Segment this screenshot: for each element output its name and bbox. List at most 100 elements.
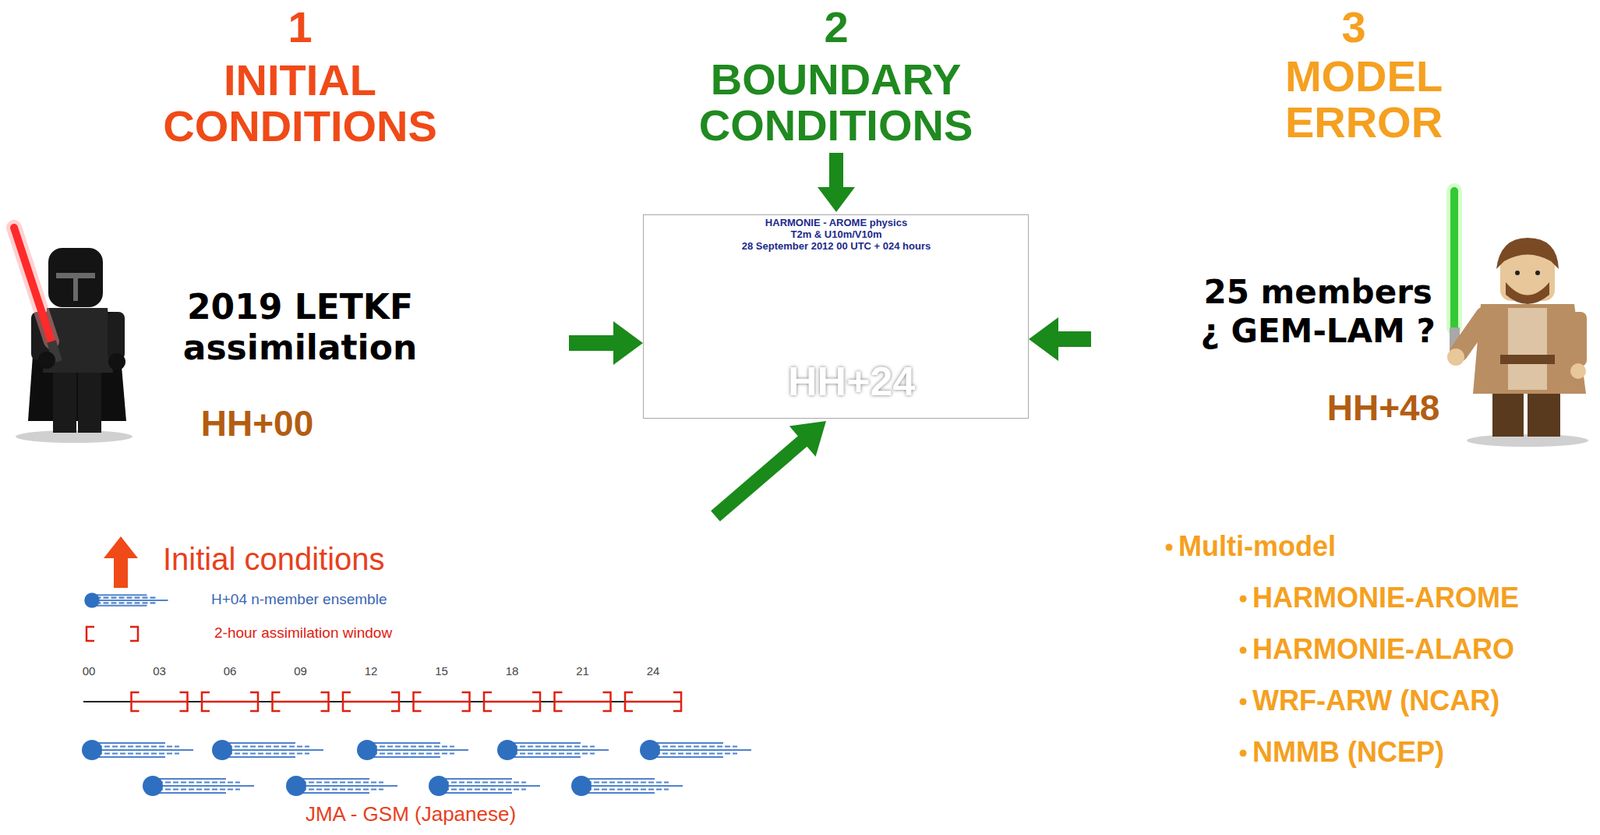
grid-cross <box>867 785 879 797</box>
grid-cross <box>10 633 22 645</box>
starburst-outline <box>1091 157 1590 509</box>
grid-cross <box>1054 785 1066 797</box>
comet-trail <box>300 791 370 794</box>
grid-cross <box>10 586 22 598</box>
comet-trail <box>654 755 724 758</box>
grid-cross <box>1116 738 1128 750</box>
legend-entry: H+04 n-member ensemble <box>211 590 387 609</box>
bracket <box>86 626 138 641</box>
grid-cross <box>1085 738 1097 750</box>
grid-cross <box>836 738 848 750</box>
assimilation-window <box>554 692 612 711</box>
bracket <box>131 692 188 711</box>
bullet <box>1239 646 1247 654</box>
ensemble-comet <box>142 775 255 796</box>
comet-trail <box>654 748 752 751</box>
bracket-span <box>483 700 541 703</box>
ensemble-comet <box>497 739 609 760</box>
comet-trail <box>654 752 738 754</box>
comet-trail <box>512 752 595 754</box>
grid-cross <box>898 738 910 750</box>
label-slot: 00 <box>82 664 96 678</box>
comet-trail <box>371 745 455 747</box>
comet-trail <box>226 745 310 747</box>
grid-cross <box>805 785 816 797</box>
comet-trail <box>300 780 384 783</box>
time-tick: 09 <box>293 664 308 678</box>
grid-cross <box>1054 738 1066 750</box>
comet-trail <box>371 752 455 754</box>
time-tick: 24 <box>646 664 661 678</box>
bracket <box>413 692 470 711</box>
bracket-span <box>554 700 612 703</box>
bullet <box>1239 698 1247 706</box>
bullet <box>1239 749 1247 757</box>
comet-trail <box>96 741 166 744</box>
label-slot: 18 <box>505 664 520 678</box>
comet-trail <box>512 748 609 751</box>
comet-head <box>142 775 163 796</box>
comet-trail <box>157 791 227 794</box>
map-panel <box>642 214 1029 419</box>
label-slot: 24 <box>646 664 661 678</box>
comet-trail <box>226 755 296 758</box>
comet-trail <box>226 748 324 751</box>
starburst: MODEL ERROR25 members ¿ GEM-LAM ? <box>1091 151 1590 527</box>
model-name: HARMONIE-ALARO <box>1252 632 1515 665</box>
starburst-outline <box>31 163 569 517</box>
ensemble-comet <box>81 739 194 760</box>
model-name: HARMONIE-AROME <box>1252 581 1519 614</box>
forecast-hour: HH+48 <box>1327 387 1440 429</box>
comet-trail <box>300 777 370 780</box>
comet-trail <box>512 741 581 744</box>
comet-trail <box>95 599 169 601</box>
body-slot: 25 members ¿ GEM-LAM ? <box>1193 272 1443 350</box>
grid-cross <box>1522 785 1533 797</box>
time-tick: 18 <box>505 664 520 678</box>
comet-trail <box>226 741 296 744</box>
model-name: WRF-ARW (NCAR) <box>1252 684 1500 717</box>
section-heading: INITIAL CONDITIONS <box>162 57 438 150</box>
comet-trail <box>157 787 241 790</box>
note-label: JMA - GSM (Japanese) <box>305 802 516 827</box>
label-slot: 2 <box>823 2 848 53</box>
comet-head <box>356 739 378 760</box>
grid-cross <box>10 540 22 551</box>
grid-cross <box>992 785 1004 797</box>
arrow-label: Initial conditions <box>162 540 385 577</box>
grid-cross <box>1580 540 1592 551</box>
node-text: HH+24 <box>787 358 915 407</box>
callout-number: 3 <box>1341 2 1366 53</box>
grid-cross <box>1459 785 1471 797</box>
bracket <box>342 692 400 711</box>
label-slot: JMA - GSM (Japanese) <box>305 802 516 827</box>
comet-trail <box>443 780 527 783</box>
ensemble-comet <box>428 775 541 796</box>
green-arrow <box>817 152 855 212</box>
label-slot: Multi-model <box>1178 529 1336 562</box>
comet-trail <box>371 741 441 744</box>
grid-cross <box>1580 695 1592 707</box>
label-slot: 12 <box>364 664 378 678</box>
bracket <box>483 692 541 711</box>
comet-trail <box>443 791 513 794</box>
time-tick: 15 <box>434 664 449 678</box>
legend-sample <box>86 626 138 641</box>
body-slot: 2019 LETKF assimilation <box>183 286 418 368</box>
comet-trail <box>300 784 398 787</box>
grid-cross <box>10 773 22 785</box>
flow-arrow <box>568 335 614 351</box>
comet-head <box>84 592 100 608</box>
section-heading: BOUNDARY CONDITIONS <box>699 56 974 149</box>
ensemble-comet <box>211 739 324 760</box>
section-heading: MODEL ERROR <box>1285 53 1443 146</box>
label-slot: T2m & U10m/V10m <box>790 229 882 241</box>
model-name: NMMB (NCEP) <box>1252 735 1445 768</box>
bullet <box>1165 543 1173 551</box>
grid-cross <box>1580 742 1592 754</box>
grid-cross <box>10 60 22 72</box>
grid-cross <box>66 10 78 22</box>
label-slot: HARMONIE - AROME physics <box>765 217 908 230</box>
bracket-span <box>131 700 188 703</box>
comet-head <box>81 739 103 760</box>
